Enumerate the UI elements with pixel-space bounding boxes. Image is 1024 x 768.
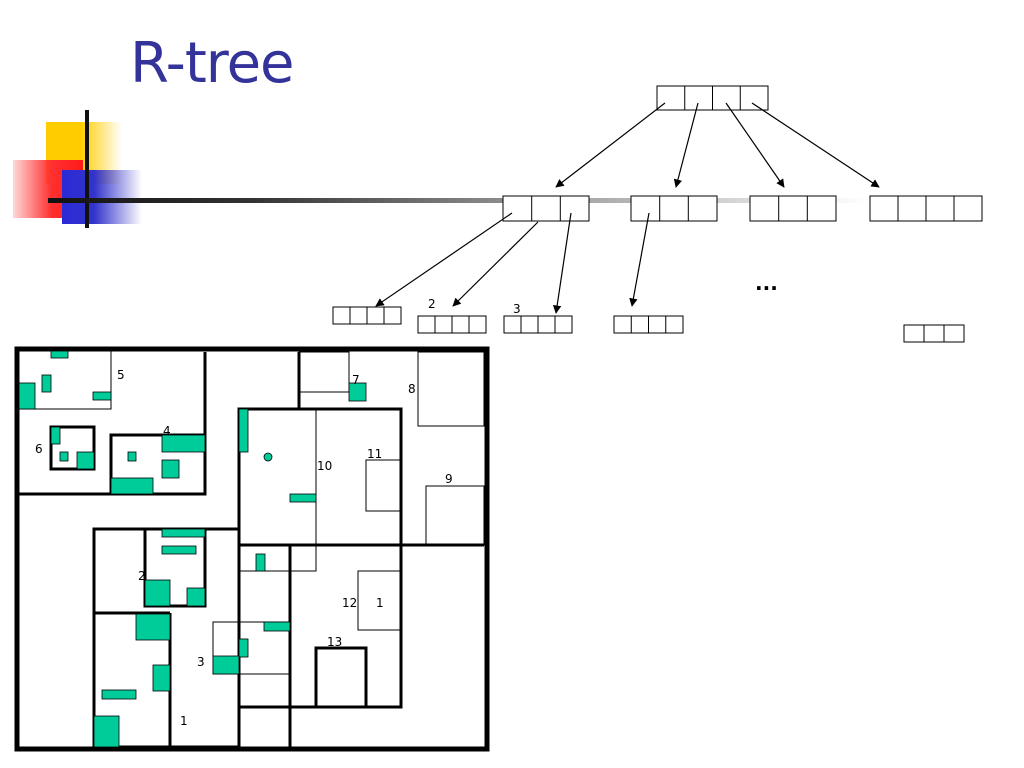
region-label-9: 9 — [445, 472, 453, 486]
arrow-b-to-leaf4 — [629, 212, 650, 307]
arrow-a-to-leaf2 — [452, 221, 539, 307]
leaf-label-2: 2 — [428, 297, 436, 311]
region-label-5: 5 — [117, 368, 125, 382]
region-label-4: 4 — [163, 424, 171, 438]
arrow-root-to-c — [725, 102, 785, 188]
region-label-2: 2 — [138, 569, 146, 583]
region-label-6: 6 — [35, 442, 43, 456]
region-label-13: 13 — [327, 635, 342, 649]
tree-leaf-node-1 — [332, 306, 402, 325]
tree-root-node — [656, 85, 769, 111]
tree-leaf-node-5 — [903, 324, 965, 343]
tree-leaf-node-2 — [417, 315, 487, 334]
tree-level1-node-b — [630, 195, 718, 222]
spatial-map: 1 1 2 3 4 5 6 7 8 9 10 11 12 13 — [14, 346, 490, 752]
region-label-3: 3 — [197, 655, 205, 669]
tree-leaf-node-3 — [503, 315, 573, 334]
map-thick-rects — [19, 352, 484, 749]
leaf-label-3: 3 — [513, 302, 521, 316]
tree-arrows — [375, 102, 880, 314]
region-label-1-main: 1 — [180, 714, 188, 728]
arrow-root-to-d — [751, 102, 880, 188]
map-data-objects — [18, 350, 367, 748]
region-label-8: 8 — [408, 382, 416, 396]
map-region-labels: 1 1 2 3 4 5 6 7 8 9 10 11 12 13 — [35, 368, 453, 728]
page-title: R-tree — [130, 31, 295, 96]
decor-vertical-line — [85, 110, 89, 228]
arrow-root-to-a — [555, 102, 666, 188]
region-label-10: 10 — [317, 459, 332, 473]
tree-level1-node-c — [749, 195, 837, 222]
region-label-11: 11 — [367, 447, 382, 461]
decor-blue-square — [62, 170, 142, 224]
tree-ellipsis: ... — [755, 271, 778, 295]
arrow-root-to-b — [673, 102, 699, 188]
arrow-a-to-leaf3 — [552, 212, 572, 314]
tree-leaf-node-4 — [613, 315, 684, 334]
arrow-a-to-leaf1 — [375, 212, 513, 307]
tree-level1-node-a — [502, 195, 590, 222]
region-label-12: 12 — [342, 596, 357, 610]
region-label-1-right: 1 — [376, 596, 384, 610]
region-label-7: 7 — [352, 373, 360, 387]
tree-level1-node-d — [869, 195, 983, 222]
decor-horizontal-rule — [48, 198, 868, 203]
